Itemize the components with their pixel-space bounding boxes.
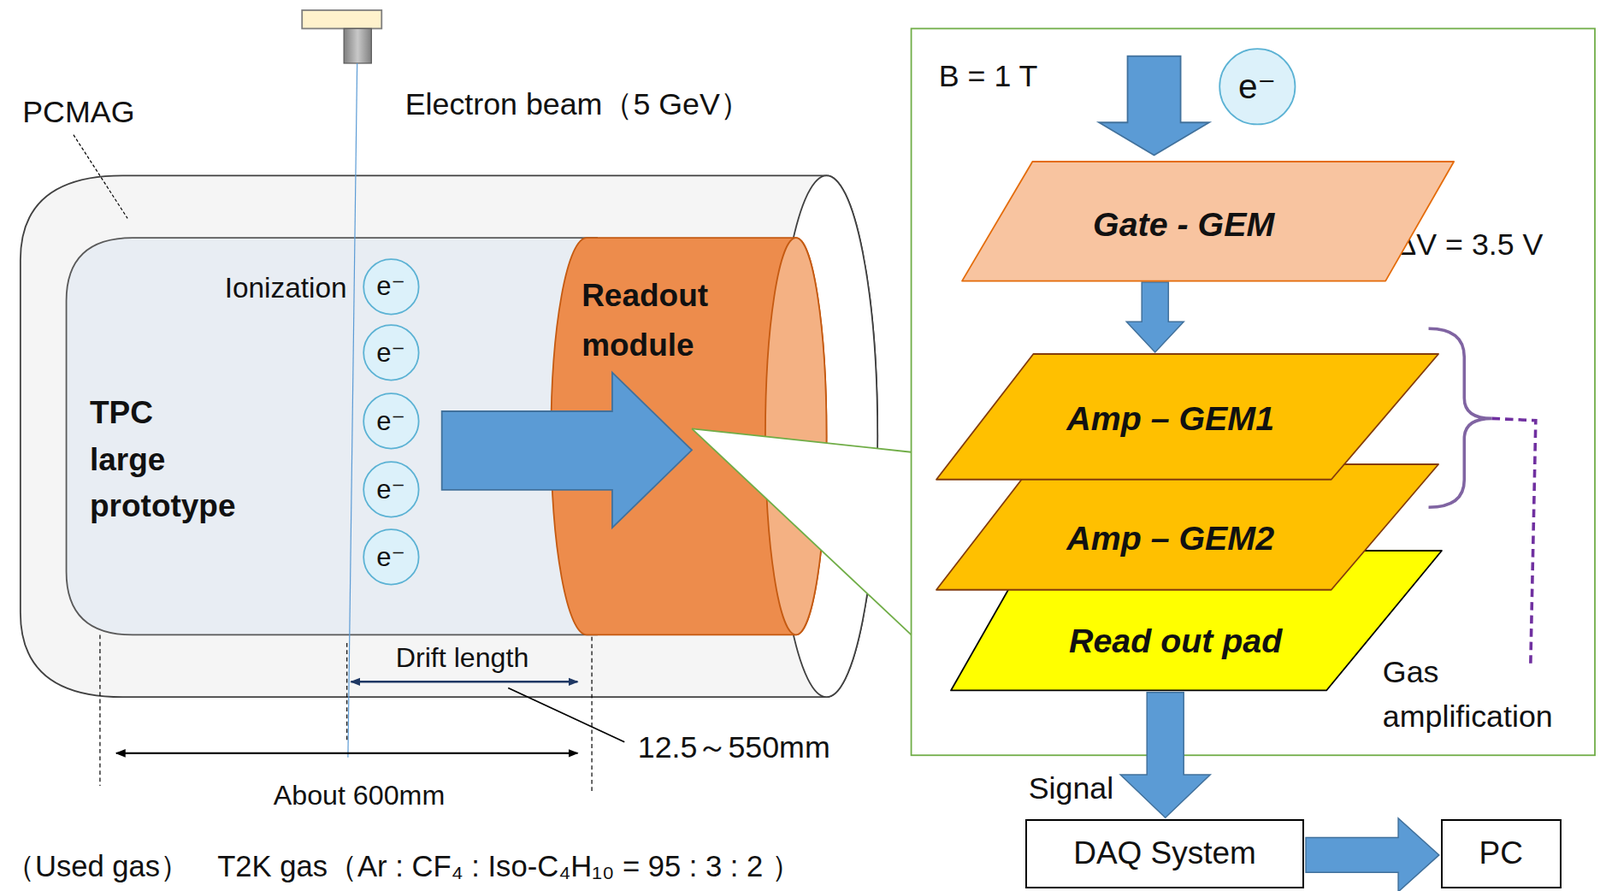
magnet-name: PCMAG [22, 94, 135, 130]
electron-symbol: e⁻ [376, 406, 406, 437]
electron-circle: e⁻ [362, 258, 420, 316]
parallelogram-shape [936, 354, 1439, 480]
electron-flow-arrow [1098, 56, 1210, 156]
node-label: PC [1479, 835, 1524, 873]
circle-shape [363, 462, 419, 518]
daq-box: DAQ System [1025, 819, 1305, 889]
node-label: TPC large prototype [89, 389, 237, 531]
block-arrow [1305, 818, 1440, 891]
dimension-label: Drift length [395, 642, 530, 674]
electron-symbol: e⁻ [376, 542, 406, 573]
gas-note: T2K gas（Ar : CF₄ : Iso-C₄H₁₀ = 95 : 3 : … [217, 850, 802, 885]
parallelogram-shape [962, 161, 1454, 282]
circle-shape [363, 325, 419, 381]
leader-line [73, 135, 128, 219]
amp-gem: Amp – GEM1 [936, 354, 1439, 480]
circle-shape [363, 529, 419, 585]
drift-arrow [442, 372, 692, 528]
electron-circle: e⁻ [1218, 47, 1297, 126]
beam-source-plate [301, 10, 382, 29]
zoom-line [691, 428, 912, 452]
electron-circle: e⁻ [362, 392, 420, 450]
circle-shape [363, 259, 419, 314]
gate-gem: Gate - GEM [962, 161, 1454, 282]
electron-symbol: e⁻ [1238, 66, 1276, 107]
zoom-panel [911, 28, 1595, 756]
zoom-wedge [691, 428, 912, 635]
field-label: B = 1 T [938, 59, 1039, 95]
dashed-leader [1492, 418, 1536, 663]
leader-line [507, 687, 625, 742]
node-label: Amp – GEM1 [1066, 399, 1275, 438]
node-label: DAQ System [1073, 835, 1257, 873]
extension-line [346, 643, 348, 740]
gas-note: （Used gas） [5, 850, 190, 885]
extension-line [590, 637, 592, 792]
block-arrow [1126, 282, 1184, 353]
node-label: Gate - GEM [1092, 205, 1275, 244]
block-arrow [1120, 692, 1211, 818]
readout-module: Readout module [550, 237, 827, 635]
dimension-arrow [350, 680, 578, 683]
group-label: Gas amplification [1382, 650, 1553, 740]
zoom-line [691, 428, 912, 635]
electron-symbol: e⁻ [376, 337, 406, 369]
node-label: Read out pad [1068, 621, 1282, 661]
electron-circle: e⁻ [362, 324, 420, 382]
dimension-label: About 600mm [273, 779, 445, 812]
dimension-value: 12.5～550mm [637, 730, 831, 766]
beam-label: Electron beam（5 GeV） [405, 87, 751, 123]
electron-circle: e⁻ [362, 528, 420, 586]
extension-line [99, 634, 101, 786]
node-label: Amp – GEM2 [1066, 519, 1275, 558]
beam-line [348, 63, 358, 758]
readout-module-face [765, 237, 827, 635]
electron-circle: e⁻ [362, 460, 420, 519]
amp-gem: Amp – GEM2 [936, 464, 1439, 591]
beam-source-nozzle [343, 28, 372, 64]
electron-symbol: e⁻ [376, 271, 406, 302]
dimension-arrow [116, 752, 578, 755]
process-label: Ionization [224, 271, 348, 305]
pc-box: PC [1440, 819, 1562, 889]
electron-symbol: e⁻ [376, 474, 406, 506]
parallelogram-shape [950, 550, 1442, 691]
voltage-label: ΔV = 3.5 V [1395, 227, 1543, 263]
signal-label: Signal [1028, 771, 1114, 807]
node-label: Readout module [581, 271, 709, 370]
circle-shape [1219, 48, 1295, 124]
circle-shape [363, 394, 419, 449]
